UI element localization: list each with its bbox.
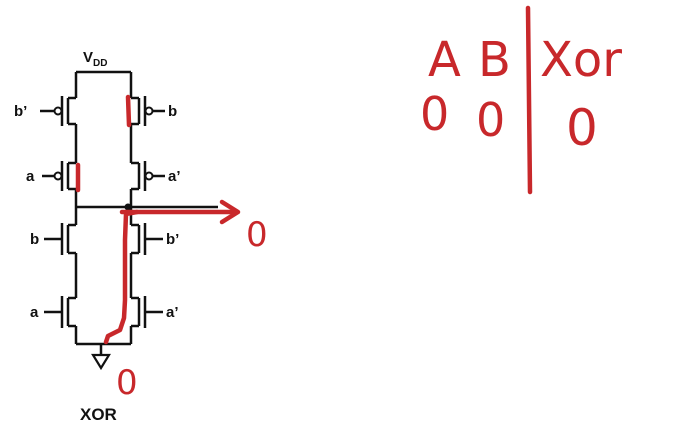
truth-table-cell-a: 0 <box>420 87 449 141</box>
pmos-left-2 <box>42 155 78 207</box>
nmos-right-1 <box>129 207 163 290</box>
truth-table-cell-b: 0 <box>476 93 505 147</box>
pmos-left-1-gate-label: b’ <box>14 103 27 120</box>
pmos-right-2-gate-label: a’ <box>168 168 181 185</box>
nmos-right-1-gate-label: b’ <box>166 231 179 248</box>
truth-table-divider <box>525 5 533 195</box>
truth-table-header-a: A <box>428 32 461 88</box>
annotation-mark-pmos-b <box>125 94 132 128</box>
nmos-left-1-gate-label: b <box>30 231 39 248</box>
pmos-right-1-gate-label: b <box>168 103 177 120</box>
truth-table-cell-xor: 0 <box>566 99 598 157</box>
output-value-annotation: 0 <box>246 215 268 255</box>
nmos-left-2 <box>44 290 78 344</box>
truth-table-header-b: B <box>478 32 511 88</box>
pmos-left-2-gate-label: a <box>26 168 35 185</box>
nmos-left-1 <box>44 207 78 290</box>
ground-rail <box>76 342 131 355</box>
circuit-title: XOR <box>80 405 117 424</box>
ground-symbol-icon <box>91 353 111 371</box>
handwritten-annotations <box>75 5 533 345</box>
pmos-right-1 <box>129 90 165 155</box>
nmos-left-2-gate-label: a <box>30 304 39 321</box>
vdd-rail <box>74 70 133 90</box>
nmos-right-2 <box>129 290 163 344</box>
truth-table-header-xor: Xor <box>540 32 622 88</box>
nmos-right-2-gate-label: a’ <box>166 304 179 321</box>
annotation-conduction-path <box>103 209 140 345</box>
vdd-label: VDD <box>83 49 107 69</box>
pmos-right-2 <box>129 155 165 207</box>
annotation-arrow-head-icon <box>219 199 241 225</box>
pmos-left-1 <box>40 90 78 155</box>
output-node <box>76 203 218 211</box>
truth-table: A B Xor 0 0 0 <box>420 32 622 157</box>
ground-value-annotation: 0 <box>116 363 138 403</box>
